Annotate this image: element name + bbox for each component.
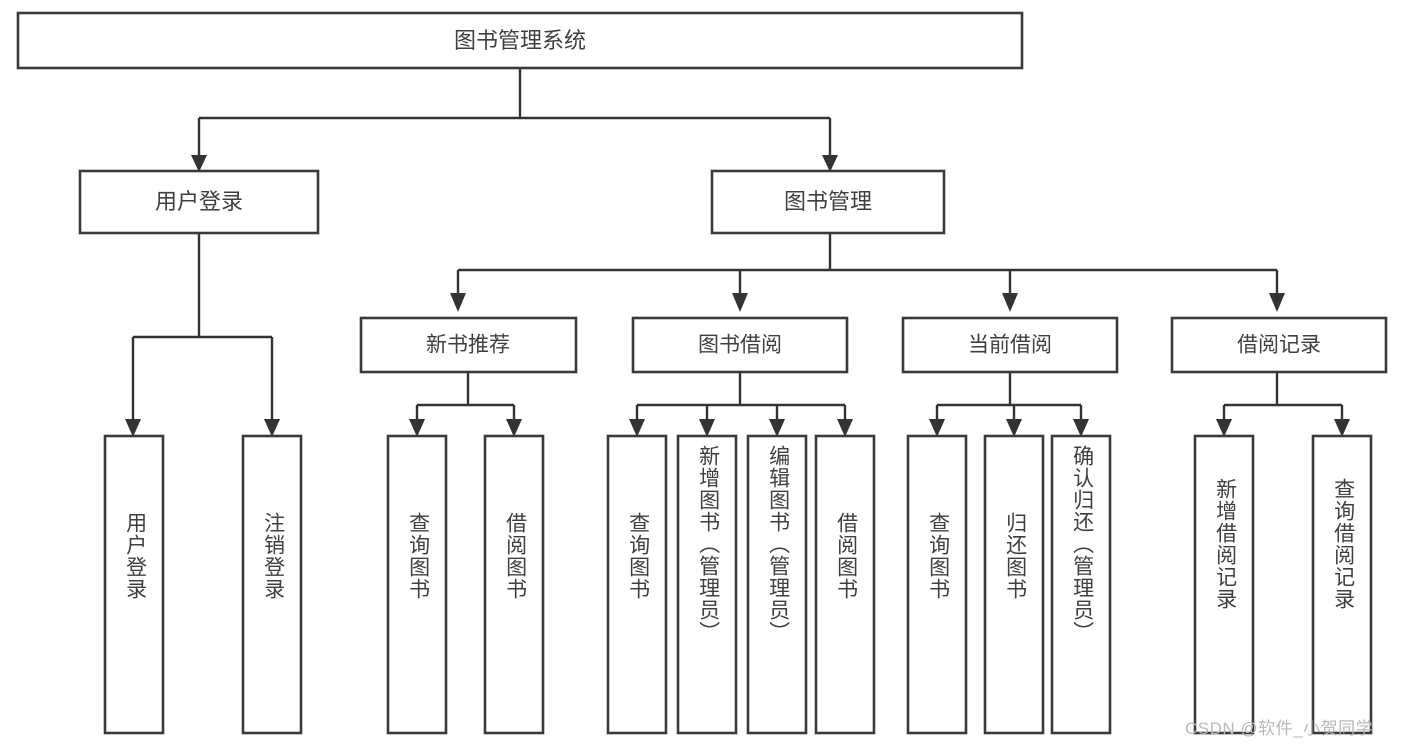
arrow-leaf-confirm-return [1073, 419, 1089, 437]
node-label-root: 图书管理系统 [454, 28, 586, 53]
node-leaf-user-logout[interactable] [241, 434, 303, 735]
node-leaf-confirm-return[interactable] [1050, 434, 1112, 735]
node-book-borrow[interactable] [631, 316, 849, 374]
arrow-leaf-query-record [1334, 419, 1350, 437]
node-book-management-system[interactable] [16, 11, 1024, 70]
node-book-management[interactable] [710, 169, 946, 235]
node-leaf-add-book[interactable] [676, 434, 738, 735]
node-layer: 图书管理系统 用户登录 图书管理 新书推荐 图书借阅 当前借阅 借阅记录 [16, 11, 1388, 735]
node-leaf-query-book-2[interactable] [606, 434, 668, 735]
arrow-leaf-return-book [1006, 419, 1022, 437]
node-label-new-book-recommend: 新书推荐 [426, 334, 510, 357]
node-borrow-record[interactable] [1170, 316, 1388, 374]
edge-layer [125, 68, 1350, 437]
node-label-borrow-record: 借阅记录 [1237, 334, 1321, 357]
node-current-borrow[interactable] [901, 316, 1119, 374]
arrow-leaf-query-book-1 [409, 419, 425, 437]
arrow-user-login [191, 155, 207, 172]
node-leaf-query-book-3[interactable] [906, 434, 968, 735]
node-user-login[interactable] [78, 169, 320, 235]
node-leaf-user-login[interactable] [103, 434, 165, 735]
node-leaf-query-book-1[interactable] [386, 434, 448, 735]
arrow-leaf-user-login [125, 419, 141, 437]
node-leaf-add-record[interactable] [1193, 434, 1255, 735]
arrow-borrow-record [1269, 293, 1285, 312]
arrow-leaf-add-record [1216, 419, 1232, 437]
arrow-current-borrow [1002, 293, 1018, 312]
node-leaf-return-book[interactable] [983, 434, 1045, 735]
arrow-book-management [822, 155, 838, 172]
arrow-leaf-query-book-2 [629, 419, 645, 437]
node-leaf-edit-book[interactable] [746, 434, 808, 735]
node-label-user-login: 用户登录 [155, 189, 243, 214]
arrow-leaf-add-book [699, 419, 715, 437]
arrow-leaf-user-logout [264, 419, 280, 437]
node-label-current-borrow: 当前借阅 [968, 334, 1052, 357]
arrow-book-borrow [732, 293, 748, 312]
node-leaf-borrow-book-2[interactable] [814, 434, 876, 735]
arrow-leaf-borrow-book-1 [506, 419, 522, 437]
arrow-leaf-edit-book [769, 419, 785, 437]
node-new-book-recommend[interactable] [359, 316, 578, 374]
arrow-leaf-query-book-3 [929, 419, 945, 437]
arrow-new-book-recommend [450, 293, 466, 312]
node-label-book-borrow: 图书借阅 [698, 334, 782, 357]
csdn-watermark: CSDN @软件_小贺同学 [1185, 719, 1374, 738]
arrow-leaf-borrow-book-2 [837, 419, 853, 437]
node-label-book-management: 图书管理 [784, 189, 872, 214]
node-leaf-borrow-book-1[interactable] [483, 434, 545, 735]
node-leaf-query-record[interactable] [1311, 434, 1373, 735]
